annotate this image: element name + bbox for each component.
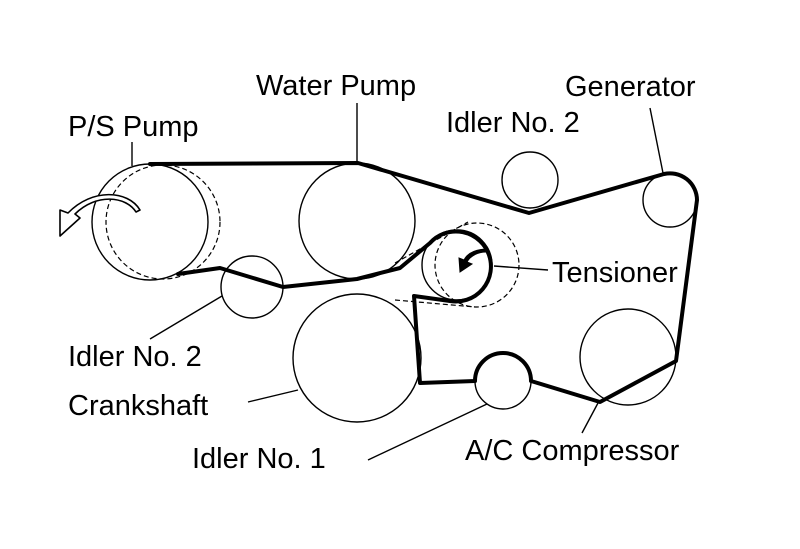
ps-pump-label: P/S Pump: [68, 111, 199, 143]
tensioner-leader: [493, 265, 549, 271]
ac-compressor-pulley: [579, 308, 677, 406]
generator-label: Generator: [565, 71, 696, 103]
tensioner-label: Tensioner: [552, 257, 678, 289]
crankshaft-leader: [247, 389, 299, 403]
idler-no1-label: Idler No. 1: [192, 443, 326, 475]
crankshaft-pulley: [292, 293, 422, 423]
ps-pump-alt-position: [105, 164, 221, 280]
rotation-arrow-icon: [59, 193, 141, 237]
water-pump-label: Water Pump: [256, 70, 416, 102]
ac-compressor-leader: [581, 402, 599, 434]
idler-no2-left-leader: [149, 295, 223, 340]
generator-leader: [649, 107, 664, 174]
crankshaft-label: Crankshaft: [68, 390, 208, 422]
tensioner-alt-position: [434, 222, 520, 308]
idler-no2-top-label: Idler No. 2: [446, 107, 580, 139]
idler-no2-left-pulley: [220, 255, 284, 319]
tensioner-alt-belt-lower: [394, 299, 476, 308]
ac-compressor-label: A/C Compressor: [465, 435, 680, 467]
idler-no2-left-label: Idler No. 2: [68, 341, 202, 373]
idler-no2-top-pulley: [501, 151, 559, 209]
idler-no1-leader: [367, 403, 488, 461]
drive-belt: [148, 161, 699, 404]
tensioner-direction-arrow-icon: [458, 248, 489, 273]
ps-pump-pulley: [91, 163, 209, 281]
